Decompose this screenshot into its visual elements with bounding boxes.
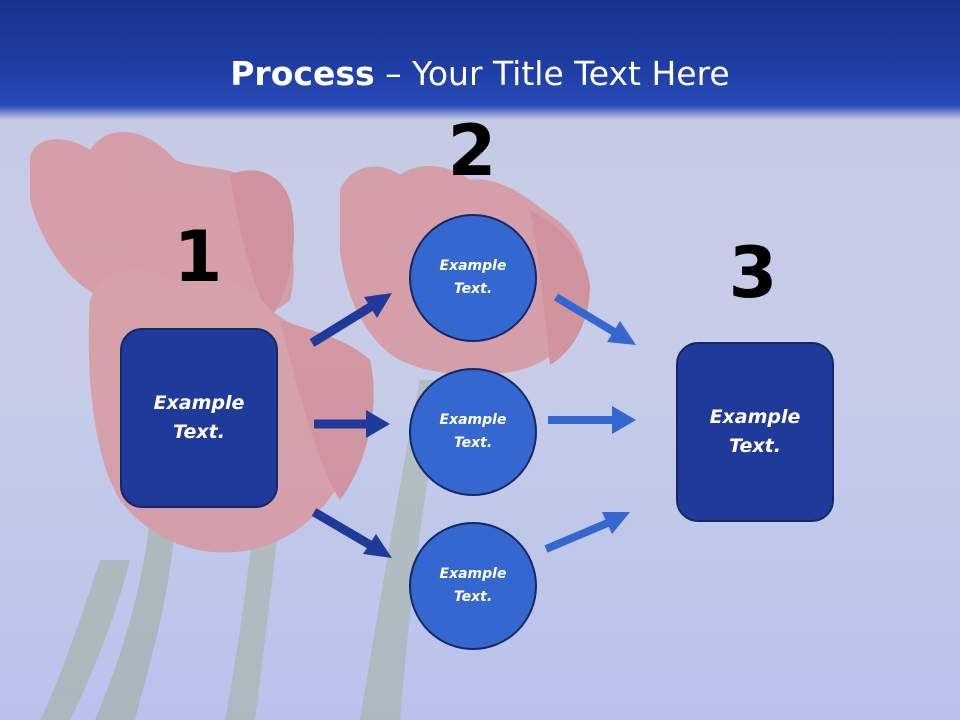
step2-circle-1: Example Text. <box>409 214 537 342</box>
title-rest: – Your Title Text Here <box>374 54 730 93</box>
step3-text: Example Text. <box>709 406 801 457</box>
arrow-item3-to-step3 <box>544 512 630 553</box>
title-bold: Process <box>230 54 375 93</box>
step2-circle-2: Example Text. <box>409 368 537 496</box>
step3-box: Example Text. <box>676 342 834 522</box>
step-number-3: 3 <box>728 232 778 314</box>
step2-circle-3: Example Text. <box>409 522 537 650</box>
step1-box: Example Text. <box>120 328 278 508</box>
arrow-item2-to-step3 <box>548 406 636 434</box>
arrow-step1-to-item2 <box>314 410 390 438</box>
slide-title: Process – Your Title Text Here <box>0 52 960 96</box>
step-number-2: 2 <box>447 110 497 192</box>
step2-item2-text: Example Text. <box>439 412 507 451</box>
header-bar <box>0 0 960 120</box>
step1-text: Example Text. <box>153 392 245 443</box>
arrow-step1-to-item3 <box>311 508 392 558</box>
arrow-item1-to-step3 <box>553 293 636 345</box>
arrow-step1-to-item1 <box>309 293 392 347</box>
step2-item1-text: Example Text. <box>439 258 507 297</box>
step-number-1: 1 <box>173 216 223 298</box>
step2-item3-text: Example Text. <box>439 566 507 605</box>
